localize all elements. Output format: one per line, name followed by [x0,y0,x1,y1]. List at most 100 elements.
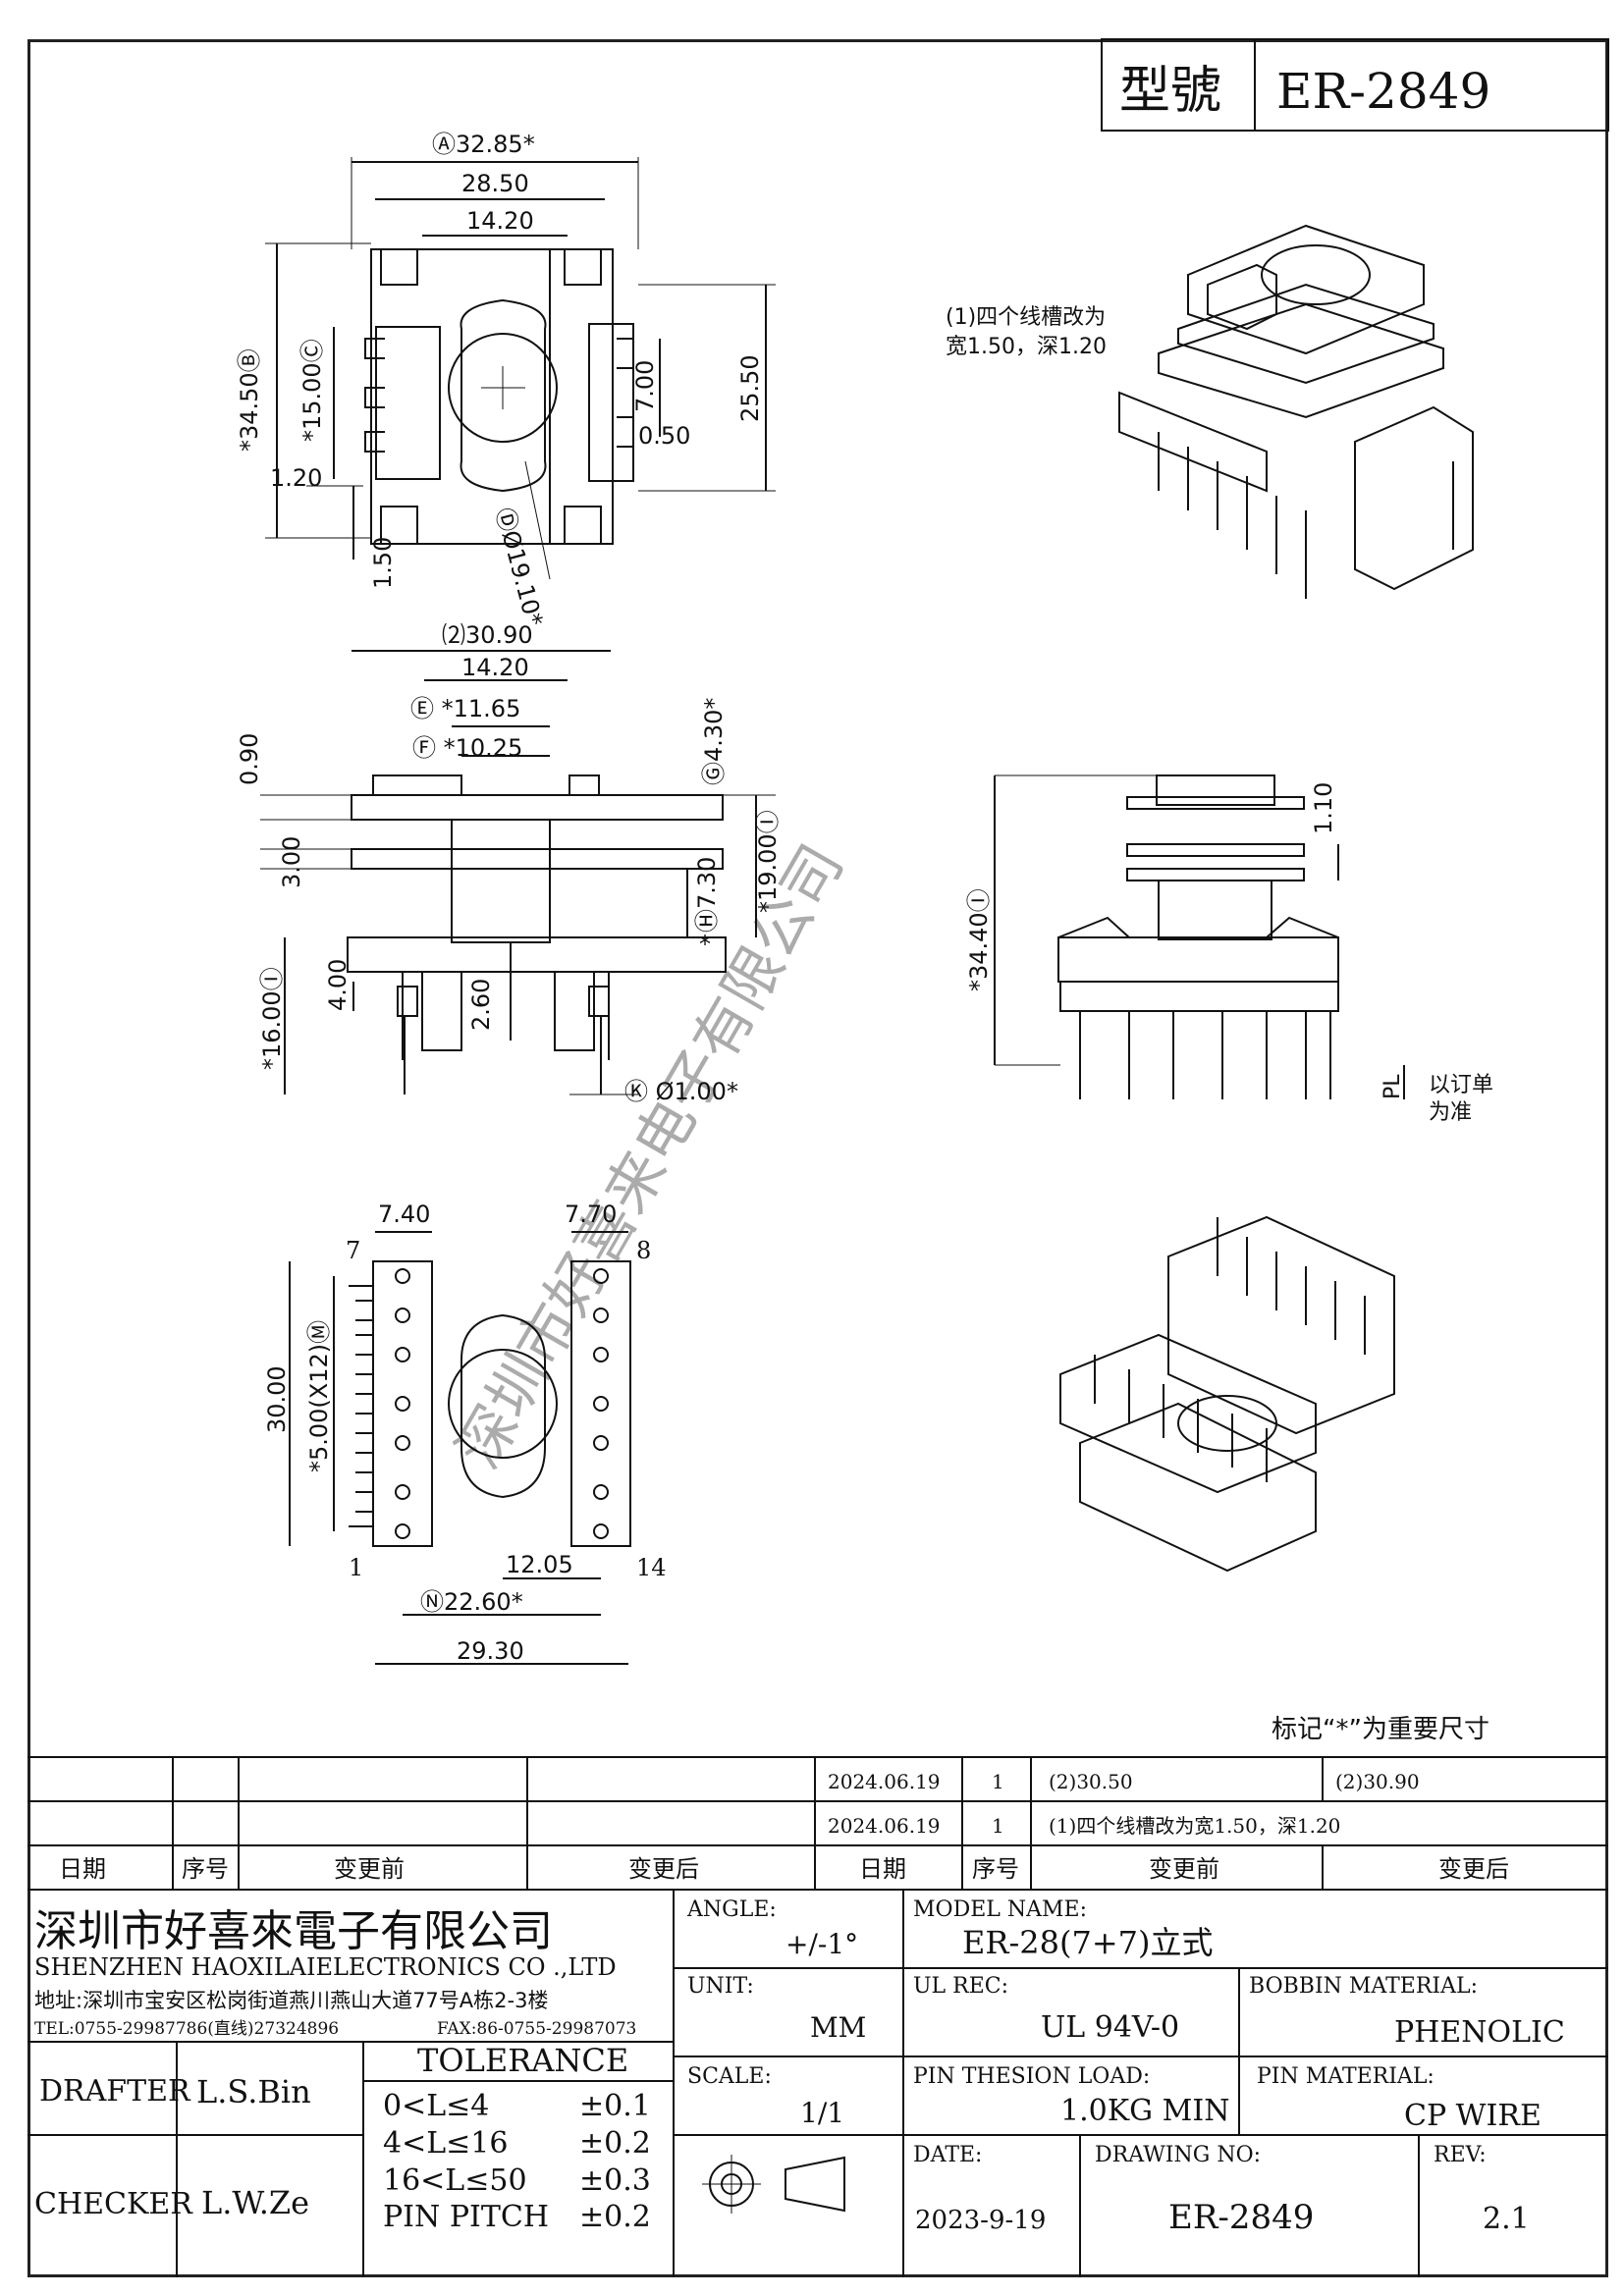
rev-header-after: 变更后 [628,1855,699,1883]
pin-label-14: 14 [636,1554,667,1581]
rev-label: REV: [1434,2143,1487,2167]
dim-28-50: 28.50 [461,170,529,197]
tol-range-3: 16<L≤50 [383,2163,527,2198]
order-note-1: 以订单 [1429,1073,1493,1097]
tol-range-2: 4<L≤16 [383,2126,508,2161]
rev-value: 2.1 [1483,2202,1530,2236]
rev-header-date: 日期 [59,1855,106,1883]
drawing-sheet [27,39,1608,2277]
slot-note-1: (1)四个线槽改为 [946,305,1106,330]
dim-1-50: 1.50 [369,537,397,589]
scale-label: SCALE: [687,2064,772,2089]
rev-row1-after: (2)30.90 [1335,1770,1420,1793]
dim-3-00: 3.00 [278,836,305,888]
dim-b: *34.50Ⓑ [236,348,263,452]
company-name-cn: 深圳市好喜來電子有限公司 [34,1906,553,1956]
pin-label-7: 7 [346,1237,360,1264]
dim-k: Ⓚ Ø1.00* [624,1078,738,1105]
checker-label: CHECKER [34,2187,193,2221]
type-box [1101,38,1609,132]
dim-star: * [699,931,711,958]
angle-label: ANGLE: [686,1897,777,1922]
rev-header-seq: 序号 [182,1855,229,1883]
dim-12-05: 12.05 [506,1551,573,1578]
company-name-en: SHENZHEN HAOXILAIELECTRONICS CO .,LTD [34,1953,617,1981]
order-note-2: 为准 [1429,1100,1472,1125]
dim-m: *5.00(X12)Ⓜ [305,1320,333,1472]
rev-header-after-2: 变更后 [1438,1855,1509,1883]
core-hole [448,333,558,443]
scale-value: 1/1 [800,2097,844,2129]
ul-rec-label: UL REC: [913,1974,1008,1999]
dim-29-30: 29.30 [457,1637,524,1665]
model-label: MODEL NAME: [913,1897,1087,1922]
rev-row1-before: (2)30.50 [1049,1770,1133,1793]
key-note: 标记“*”为重要尺寸 [1272,1715,1489,1744]
dim-d: ⒹØ19.10* [490,505,548,629]
slot-note-2: 宽1.50，深1.20 [946,335,1107,359]
rev-row1-seq: 1 [992,1770,1004,1793]
dim-19-00: *19.00Ⓘ [754,810,782,913]
rev-header-before-2: 变更前 [1149,1855,1219,1883]
part-number: ER-2849 [1276,63,1490,120]
drawing-no-value: ER-2849 [1168,2198,1314,2237]
revision-table [27,1756,1608,1891]
dim-4-00: 4.00 [324,959,352,1011]
dim-pl: PL [1380,1074,1405,1099]
dim-16-00: *16.00Ⓘ [258,967,286,1070]
dim-a: Ⓐ32.85* [432,131,535,158]
dim-30-00: 30.00 [263,1365,291,1433]
dim-f: Ⓕ *10.25 [412,734,522,762]
dim-7-70: 7.70 [565,1201,617,1228]
tol-range-1: 0<L≤4 [383,2089,489,2123]
type-label: 型號 [1119,62,1221,121]
drafter-label: DRAFTER [39,2074,191,2109]
tol-value-2: ±0.2 [579,2126,651,2161]
ul-rec-value: UL 94V-0 [1041,2010,1179,2045]
dim-25-50: 25.50 [736,354,764,422]
tolerance-label: TOLERANCE [417,2042,628,2079]
rev-header-date-2: 日期 [859,1855,906,1883]
dim-2-60: 2.60 [467,979,495,1031]
checker-value: L.W.Ze [201,2184,309,2221]
tol-value-1: ±0.1 [579,2089,651,2123]
title-block [27,1890,1608,2277]
top-view [265,157,776,580]
front-view [260,650,776,1095]
rev-row2-date: 2024.06.19 [828,1814,941,1838]
pin-material-label: PIN MATERIAL: [1257,2064,1435,2089]
rev-header-before: 变更前 [334,1855,405,1883]
rev-row2-before: (1)四个线槽改为宽1.50，深1.20 [1049,1814,1340,1838]
dim-n: Ⓝ22.60* [420,1588,523,1616]
tol-range-4: PIN PITCH [383,2200,549,2234]
side-view [994,774,1405,1099]
dim-7-00: 7.00 [631,360,659,412]
dim-1-20: 1.20 [270,464,322,492]
drafter-value: L.S.Bin [196,2073,311,2110]
rev-header-seq-2: 序号 [972,1855,1019,1883]
bottom-view [289,1231,631,1665]
drawing-no-label: DRAWING NO: [1095,2143,1261,2167]
date-label: DATE: [913,2143,982,2167]
dim-h: Ⓗ7.30 [693,857,721,933]
rev-row2-seq: 1 [992,1814,1004,1838]
dim-0-90: 0.90 [236,733,263,785]
bobbin-material-label: BOBBIN MATERIAL: [1249,1974,1478,1999]
pin-load-value: 1.0KG MIN [1060,2094,1229,2128]
pin-material-value: CP WIRE [1404,2099,1542,2133]
tol-value-3: ±0.3 [579,2163,651,2198]
dim-front-14-20: 14.20 [461,654,529,681]
dim-e: Ⓔ *11.65 [410,695,520,722]
watermark: 深圳市好喜来电子有限公司 [444,833,857,1480]
company-fax: FAX:86-0755-29987073 [437,2019,636,2039]
isometric-view-lower [1059,1215,1395,1573]
unit-label: UNIT: [687,1974,754,1999]
pin-label-1: 1 [349,1554,363,1581]
pin-label-8: 8 [636,1237,651,1264]
bobbin-material-value: PHENOLIC [1394,2015,1565,2050]
dim-0-50: 0.50 [638,422,690,450]
tol-value-4: ±0.2 [579,2200,651,2234]
pin-load-label: PIN THESION LOAD: [913,2064,1150,2089]
rev-row1-date: 2024.06.19 [828,1770,941,1793]
